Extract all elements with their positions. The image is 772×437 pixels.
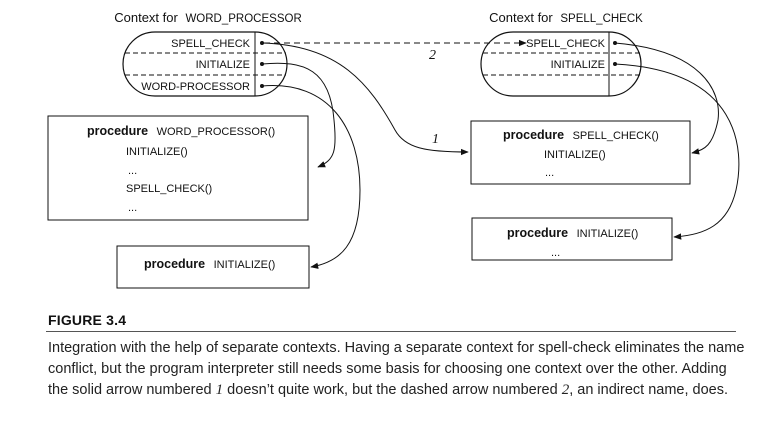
code-line: ... (545, 167, 554, 179)
caption-text: doesn’t quite work, but the dashed arrow… (223, 382, 562, 398)
right-entry-spell-check: SPELL_CHECK (526, 38, 606, 50)
procedure-name: INITIALIZE() (577, 228, 639, 240)
procedure-keyword: procedure (507, 226, 568, 240)
code-line: ... (128, 165, 137, 177)
solid-arrow-1 (261, 42, 469, 156)
right-entry-initialize: INITIALIZE (551, 59, 605, 71)
right-context-table: SPELL_CHECK INITIALIZE (480, 31, 642, 97)
caption-text: , an indirect name, does. (569, 382, 728, 398)
code-line: ... (128, 202, 137, 214)
procedure-keyword: procedure (503, 128, 564, 142)
procedure-keyword: procedure (144, 257, 205, 271)
right-context-title: Context for SPELL_CHECK (489, 10, 643, 25)
spell-check-procedure-header: procedure SPELL_CHECK() (503, 126, 659, 143)
initialize-right-procedure-frame (471, 217, 673, 261)
procedure-keyword: procedure (87, 124, 148, 138)
code-line: INITIALIZE() (544, 149, 606, 161)
initialize-right-procedure-header: procedure INITIALIZE() (507, 224, 638, 241)
code-line: ... (551, 247, 560, 259)
code-line: SPELL_CHECK() (126, 183, 212, 195)
initialize-right-procedure-box: procedure INITIALIZE() ... (471, 217, 673, 261)
left-entry-word-processor: WORD-PROCESSOR (141, 81, 250, 93)
caption-divider (46, 331, 736, 332)
word-processor-procedure-box: procedure WORD_PROCESSOR() INITIALIZE() … (47, 115, 309, 221)
left-context-title-name: WORD_PROCESSOR (185, 13, 301, 25)
figure-label: FIGURE 3.4 (48, 312, 127, 328)
word-processor-procedure-header: procedure WORD_PROCESSOR() (87, 122, 275, 139)
left-context-table: SPELL_CHECK INITIALIZE WORD-PROCESSOR (122, 31, 288, 97)
left-word-processor-arrow (261, 85, 361, 269)
dashed-arrow-label: 2 (429, 48, 436, 63)
initialize-left-procedure-frame (116, 245, 310, 289)
figure: Context for WORD_PROCESSOR SPELL_CHECK I… (46, 10, 744, 398)
procedure-name: SPELL_CHECK() (573, 130, 659, 142)
figure-caption: Integration with the help of separate co… (48, 338, 748, 401)
solid-arrow-label: 1 (432, 132, 439, 147)
left-entry-initialize: INITIALIZE (196, 59, 250, 71)
procedure-name: INITIALIZE() (214, 259, 276, 271)
initialize-left-procedure-box: procedure INITIALIZE() (116, 245, 310, 289)
left-context-title: Context for WORD_PROCESSOR (114, 10, 302, 25)
context-diagram: Context for WORD_PROCESSOR SPELL_CHECK I… (47, 10, 740, 289)
left-entry-dot (260, 62, 264, 66)
caption-arrow-number-1: 1 (215, 382, 224, 398)
initialize-left-procedure-header: procedure INITIALIZE() (144, 255, 275, 272)
caption-text: Integration with the help of separate co… (48, 340, 745, 398)
procedure-name: WORD_PROCESSOR() (157, 126, 276, 138)
left-entry-spell-check: SPELL_CHECK (171, 38, 251, 50)
right-entry-dot (613, 62, 617, 66)
code-line: INITIALIZE() (126, 146, 188, 158)
right-context-title-name: SPELL_CHECK (560, 13, 643, 25)
right-context-title-prefix: Context for (489, 10, 553, 25)
caption-arrow-number-2: 2 (561, 382, 570, 398)
right-initialize-arrow (614, 63, 740, 240)
right-spell-check-arrow (614, 42, 719, 155)
word-processor-procedure-frame (47, 115, 309, 221)
left-initialize-arrow (261, 62, 336, 168)
spell-check-procedure-box: procedure SPELL_CHECK() INITIALIZE() ... (470, 120, 691, 185)
left-context-title-prefix: Context for (114, 10, 178, 25)
spell-check-procedure-frame (470, 120, 691, 185)
